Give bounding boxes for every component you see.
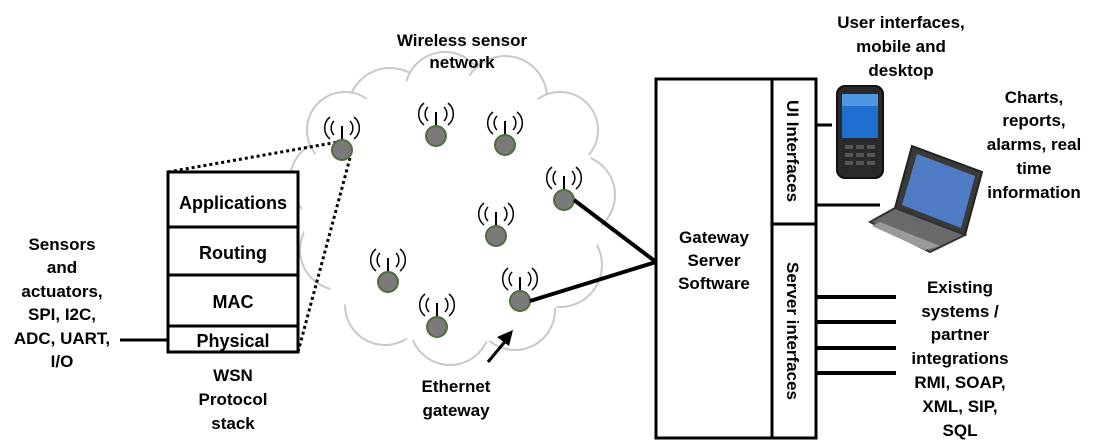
laptop-icon [867, 144, 984, 254]
ethernet-gateway-caption: Ethernet gateway [422, 377, 491, 420]
svg-text:partner: partner [931, 325, 990, 344]
sensor-node [486, 111, 524, 156]
svg-text:systems /: systems / [921, 302, 999, 321]
svg-text:alarms, real: alarms, real [987, 135, 1082, 154]
sensor-nodes [323, 102, 583, 338]
user-interfaces-caption: User interfaces, mobile and desktop [837, 13, 965, 80]
charts-caption: Charts, reports, alarms, real time infor… [987, 88, 1082, 202]
stack-layer-routing: Routing [199, 243, 267, 263]
svg-text:actuators,: actuators, [21, 282, 102, 301]
svg-text:desktop: desktop [868, 61, 933, 80]
svg-text:reports,: reports, [1002, 111, 1065, 130]
server-interfaces-label: Server interfaces [783, 262, 802, 400]
svg-text:Gateway: Gateway [679, 228, 749, 247]
stack-layer-physical: Physical [196, 331, 269, 351]
sensor-node [369, 248, 407, 293]
svg-text:stack: stack [211, 414, 255, 433]
gateway-server-box [654, 77, 818, 440]
svg-text:XML, SIP,: XML, SIP, [922, 397, 997, 416]
svg-text:network: network [429, 53, 495, 72]
svg-text:integrations: integrations [911, 349, 1008, 368]
gateway-links [529, 198, 658, 303]
sensor-node [323, 116, 361, 161]
svg-text:I/O: I/O [51, 352, 74, 371]
sensor-node [418, 293, 456, 338]
sensor-node [417, 102, 455, 147]
svg-text:information: information [987, 183, 1081, 202]
svg-text:User interfaces,: User interfaces, [837, 13, 965, 32]
stack-layer-applications: Applications [179, 193, 287, 213]
svg-text:Wireless sensor: Wireless sensor [397, 31, 528, 50]
ui-interfaces-label: UI Interfaces [783, 100, 802, 202]
ethernet-arrow [486, 330, 513, 363]
svg-text:ADC, UART,: ADC, UART, [14, 329, 110, 348]
existing-systems-caption: Existing systems / partner integrations … [911, 278, 1008, 440]
stack-layer-mac: MAC [213, 292, 254, 312]
mobile-phone-icon [836, 85, 884, 179]
stack-caption: WSN Protocol stack [199, 366, 268, 433]
protocol-stack: Applications Routing MAC Physical [166, 170, 300, 354]
server-interface-lines [816, 295, 896, 375]
svg-text:SPI, I2C,: SPI, I2C, [28, 305, 96, 324]
svg-text:SQL: SQL [943, 421, 978, 440]
stack-link-lines [167, 140, 352, 353]
sensor-node [477, 202, 515, 247]
svg-text:RMI, SOAP,: RMI, SOAP, [914, 373, 1005, 392]
svg-text:Sensors: Sensors [28, 235, 95, 254]
sensors-caption: Sensors and actuators, SPI, I2C, ADC, UA… [14, 235, 110, 371]
gateway-server-caption: Gateway Server Software [678, 228, 750, 293]
svg-text:Protocol: Protocol [199, 390, 268, 409]
svg-text:Software: Software [678, 274, 750, 293]
svg-text:Server: Server [688, 251, 741, 270]
svg-text:WSN: WSN [213, 366, 253, 385]
svg-text:mobile and: mobile and [856, 37, 946, 56]
svg-text:and: and [47, 258, 77, 277]
svg-text:time: time [1017, 159, 1052, 178]
svg-text:Ethernet: Ethernet [422, 377, 491, 396]
svg-text:Existing: Existing [927, 278, 993, 297]
ui-connection-lines [816, 123, 880, 207]
svg-text:gateway: gateway [422, 401, 490, 420]
svg-text:Charts,: Charts, [1005, 88, 1064, 107]
wsn-title: Wireless sensor network [397, 31, 528, 72]
